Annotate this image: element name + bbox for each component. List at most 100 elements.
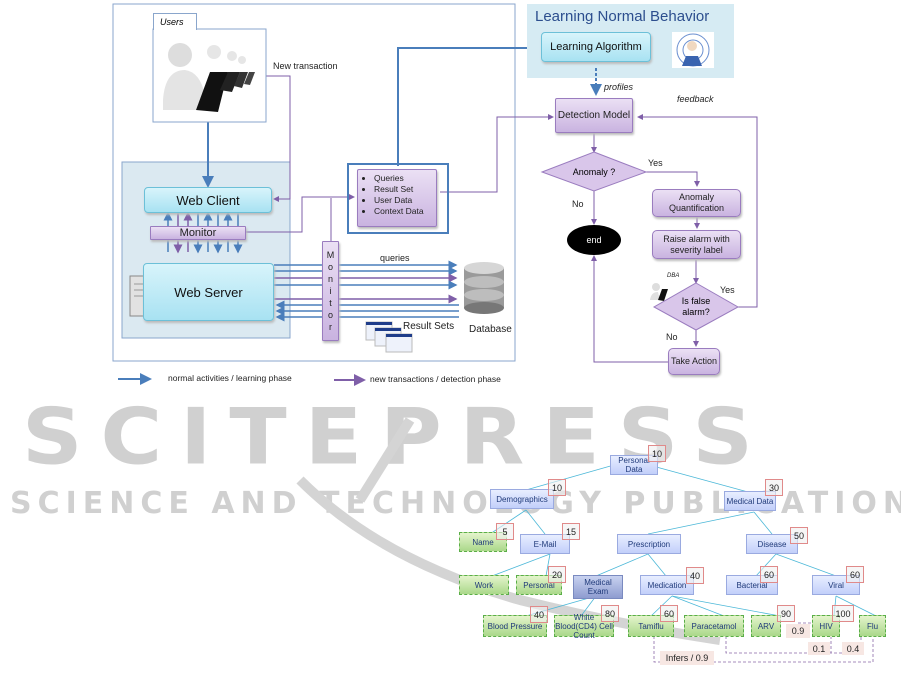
profiles-label: profiles: [604, 82, 634, 92]
flu-probability: 0.4: [842, 642, 864, 655]
anomaly-quantification-label: Anomaly Quantification: [668, 192, 725, 213]
yes-label-false-alarm: Yes: [720, 285, 735, 295]
tree-node-wbc[interactable]: White Blood(CD4) Cell Count: [554, 612, 614, 640]
tree-node-label: Medical Exam: [584, 578, 612, 596]
detection-model-label: Detection Model: [557, 110, 631, 121]
tree-weight-badge: 90: [777, 605, 795, 622]
tree-node-medexam[interactable]: Medical Exam: [573, 575, 623, 599]
monitor-box-vertical[interactable]: M o n i t o r: [322, 241, 339, 341]
dba-icon: [650, 283, 668, 301]
tree-node-personal[interactable]: Personal Data: [610, 455, 658, 475]
web-client-box[interactable]: Web Client: [144, 187, 272, 213]
collected-data-box: Queries Result Set User Data Context Dat…: [357, 169, 437, 227]
users-icon: [152, 28, 267, 123]
tree-weight-badge: 20: [548, 566, 566, 583]
raise-alarm-box[interactable]: Raise alarm with severity label: [652, 230, 741, 259]
web-client-label: Web Client: [176, 192, 240, 208]
tree-node-label: Flu: [866, 621, 879, 631]
tree-node-flu[interactable]: Flu: [859, 615, 886, 637]
tree-weight-badge: 10: [548, 479, 566, 496]
end-text: end: [567, 232, 621, 248]
false-alarm-text: Is false alarm?: [670, 293, 722, 321]
anomaly-question-text: Anomaly ?: [568, 159, 620, 185]
monitor-letter: r: [329, 322, 332, 332]
users-tab: Users: [153, 13, 197, 30]
tree-node-label: Blood Pressure: [487, 621, 543, 631]
tree-node-label: Personal Data: [618, 456, 650, 474]
no-label-anomaly: No: [572, 199, 584, 209]
tree-node-label: Personal: [523, 580, 555, 590]
learning-algorithm-box[interactable]: Learning Algorithm: [541, 32, 651, 62]
monitor-letter: i: [329, 286, 332, 296]
tree-weight-badge: 80: [601, 605, 619, 622]
tree-weight-badge: 50: [790, 527, 808, 544]
legend-normal-label: normal activities / learning phase: [168, 373, 292, 383]
tree-weight-badge: 60: [660, 605, 678, 622]
tree-node-label: Work: [474, 580, 494, 590]
database-label: Database: [469, 324, 512, 335]
tree-node-label: Prescription: [627, 539, 671, 549]
monitor-label: Monitor: [179, 227, 217, 239]
result-sets-label: Result Sets: [403, 321, 455, 332]
result-sets-icon: [365, 321, 413, 353]
anomaly-question-label: Anomaly ?: [572, 166, 616, 177]
false-alarm-label: Is false alarm?: [681, 296, 711, 317]
end-terminal: [567, 225, 621, 255]
database-icon: [464, 262, 504, 314]
tree-node-label: White Blood(CD4) Cell Count: [555, 612, 613, 640]
tree-weight-badge: 40: [530, 606, 548, 623]
monitor-letter: o: [327, 310, 333, 320]
hiv-probability: 0.1: [808, 642, 830, 655]
wizard-icon: [672, 32, 714, 68]
tree-weight-badge: 40: [686, 567, 704, 584]
tree-edges: [489, 464, 877, 663]
legend-new-label: new transactions / detection phase: [370, 374, 501, 384]
tree-weight-badge: 60: [760, 566, 778, 583]
new-transaction-label: New transaction: [273, 61, 338, 71]
dba-label: DBA: [667, 273, 680, 279]
tree-node-label: Medical Data: [726, 496, 774, 506]
tree-node-label: Tamiflu: [638, 621, 664, 631]
tree-node-label: HIV: [819, 621, 833, 631]
no-label-false-alarm: No: [666, 332, 678, 342]
data-item-user-data: User Data: [374, 195, 424, 206]
queries-label: queries: [380, 253, 410, 263]
tree-node-paracetamol[interactable]: Paracetamol: [684, 615, 744, 637]
tree-node-prescription[interactable]: Prescription: [617, 534, 681, 554]
monitor-letter: t: [329, 298, 332, 308]
tree-weight-badge: 60: [846, 566, 864, 583]
tree-node-label: Demographics: [496, 494, 548, 504]
web-server-box[interactable]: Web Server: [143, 263, 274, 321]
anomaly-decision-diamond: [540, 151, 648, 192]
take-action-box[interactable]: Take Action: [668, 348, 720, 375]
users-label: Users: [160, 17, 184, 27]
tree-node-name[interactable]: Name: [459, 532, 507, 552]
anomaly-quantification-box[interactable]: Anomaly Quantification: [652, 189, 741, 217]
tree-node-email[interactable]: E-Mail: [520, 534, 570, 554]
monitor-letter: n: [327, 274, 333, 284]
monitor-letter: o: [327, 262, 333, 272]
learning-panel-title: Learning Normal Behavior: [535, 8, 710, 25]
tree-node-medication[interactable]: Medication: [640, 575, 694, 595]
monitor-box-horizontal[interactable]: Monitor: [150, 226, 246, 240]
tree-node-arv[interactable]: ARV: [751, 615, 781, 637]
false-alarm-decision-diamond: [652, 282, 740, 331]
tree-node-medical[interactable]: Medical Data: [724, 491, 776, 511]
tree-weight-badge: 30: [765, 479, 783, 496]
tree-node-disease[interactable]: Disease: [746, 534, 798, 554]
tree-node-demographics[interactable]: Demographics: [490, 489, 554, 509]
tree-node-work[interactable]: Work: [459, 575, 509, 595]
tree-node-label: Viral: [828, 580, 844, 590]
tree-weight-badge: 10: [648, 445, 666, 462]
infers-label: Infers / 0.9: [660, 651, 714, 665]
raise-alarm-label: Raise alarm with severity label: [663, 233, 730, 255]
yes-label-anomaly: Yes: [648, 158, 663, 168]
tree-node-label: E-Mail: [533, 539, 557, 549]
data-item-queries: Queries: [374, 173, 424, 184]
data-item-context-data: Context Data: [374, 206, 424, 217]
detection-model-box[interactable]: Detection Model: [555, 98, 633, 133]
feedback-label: feedback: [677, 94, 714, 104]
data-item-result-set: Result Set: [374, 184, 424, 195]
learning-algorithm-label: Learning Algorithm: [550, 40, 642, 53]
tree-node-label: ARV: [757, 621, 775, 631]
